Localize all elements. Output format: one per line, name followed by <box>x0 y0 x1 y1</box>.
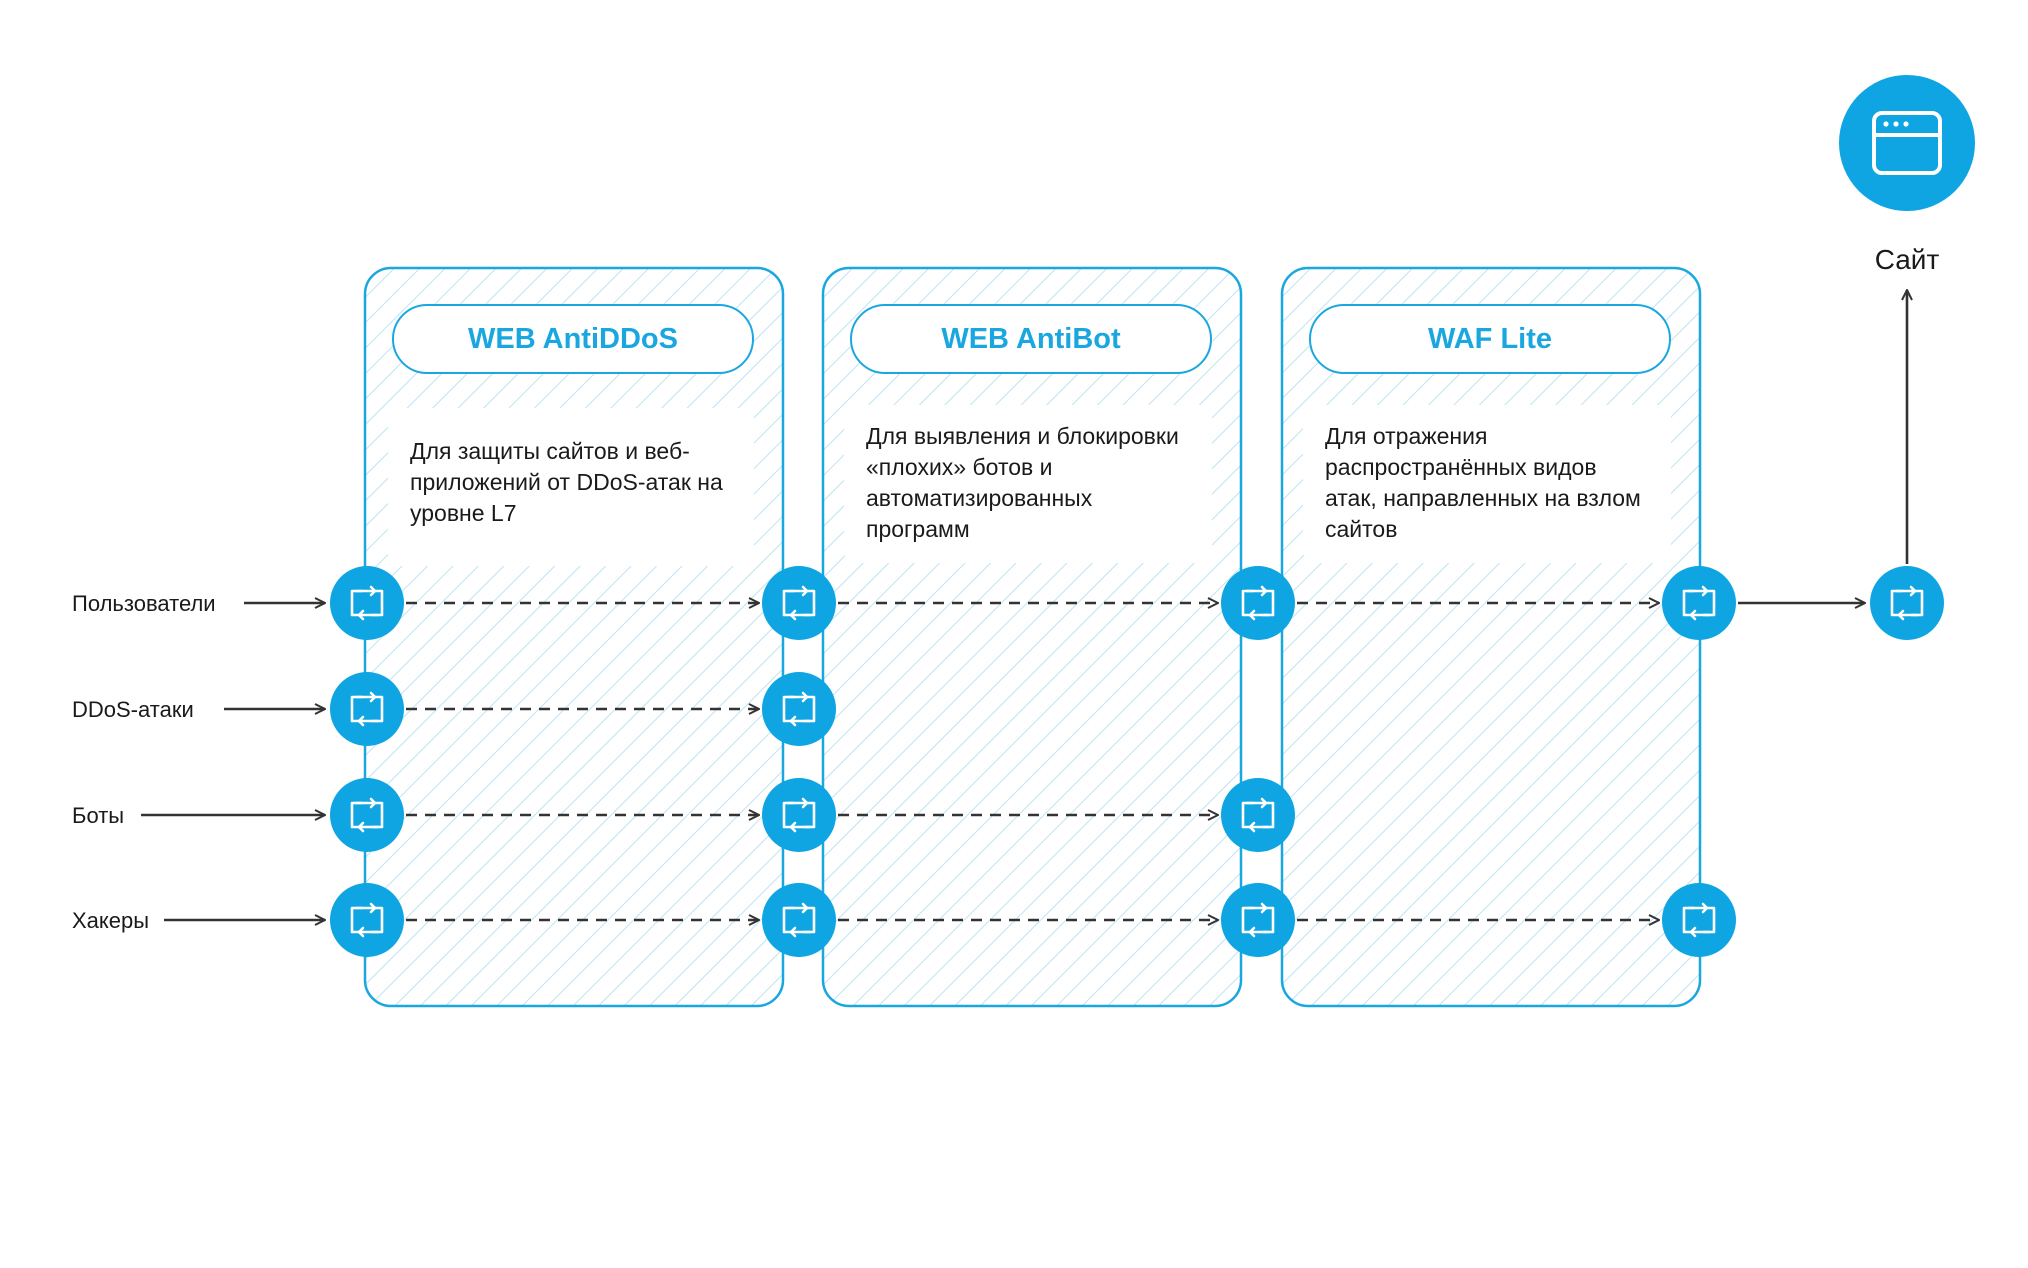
service-panel-antibot <box>821 266 1243 1008</box>
flow-node-icon <box>762 672 836 746</box>
source-label-ddos: DDoS-атаки <box>72 697 194 722</box>
flow-node-icon <box>330 672 404 746</box>
source-label-hackers: Хакеры <box>72 908 150 933</box>
site-browser-icon <box>1839 75 1975 211</box>
flow-node-icon <box>1662 566 1736 640</box>
flow-node-icon <box>330 566 404 640</box>
source-label-users: Пользователи <box>72 591 216 616</box>
flow-node-icon <box>330 778 404 852</box>
service-description-waf: Для отражения распространённых видов ата… <box>1303 405 1671 563</box>
flow-node-icon <box>1221 566 1295 640</box>
flow-node-icon <box>762 883 836 957</box>
flow-node-icon <box>762 778 836 852</box>
service-panel-waf <box>1280 266 1702 1008</box>
service-title-antibot: WEB AntiBot <box>850 304 1212 374</box>
site-label: Сайт <box>1874 244 1940 275</box>
flow-node-icon <box>330 883 404 957</box>
service-description-antiddos: Для защиты сайтов и веб-приложений от DD… <box>388 408 754 566</box>
flow-node-icon <box>762 566 836 640</box>
flow-node-icon <box>1221 883 1295 957</box>
service-title-antiddos: WEB AntiDDoS <box>392 304 754 374</box>
flow-node-icon <box>1662 883 1736 957</box>
source-label-bots: Боты <box>72 803 125 828</box>
service-description-antibot: Для выявления и блокировки «плохих» бото… <box>844 405 1212 563</box>
service-panel-antiddos <box>363 266 785 1008</box>
flow-node-icon <box>1870 566 1944 640</box>
flow-node-icon <box>1221 778 1295 852</box>
service-title-waf: WAF Lite <box>1309 304 1671 374</box>
